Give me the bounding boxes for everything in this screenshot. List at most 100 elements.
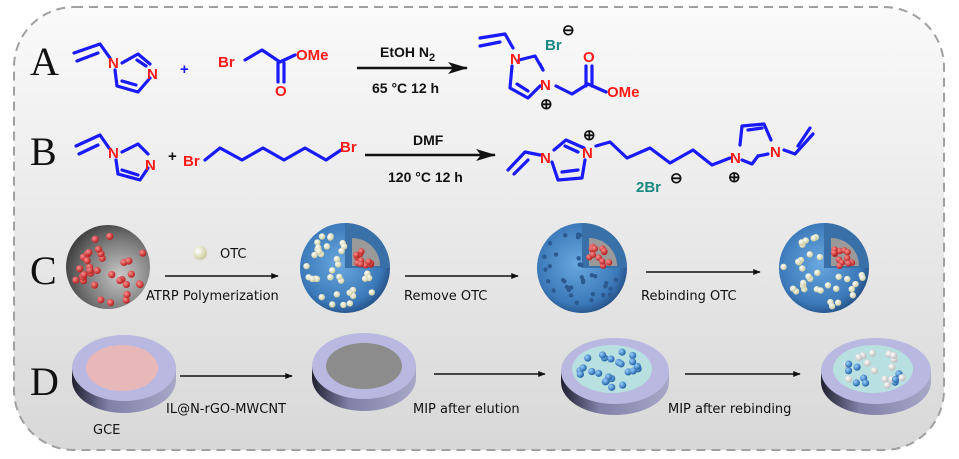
bound-otc-dot [870,367,879,375]
imprinted-cavity [564,284,570,290]
cavity-dot [891,375,900,383]
atom-n-d: N [770,144,781,161]
initiator-dot [845,260,852,267]
initiator-dot [72,276,80,284]
initiator-core-sphere [66,225,150,309]
vinylimidazole-a: N N [72,42,158,94]
initiator-dot [139,249,147,257]
step-label-c3: Rebinding OTC [641,289,737,304]
product-a: N N Br ⊖ ⊕ O OMe [478,22,640,113]
otc-template-dot [805,273,812,280]
cavity-dot [629,351,637,360]
cavity-dot [618,348,626,356]
imprinted-cavity [608,286,613,291]
otc-template-dot [794,258,802,266]
plus-sign: + [180,61,189,78]
plus-sign: + [168,148,177,165]
imprinted-cavity [562,279,567,284]
atom-n-b: N [582,145,593,162]
imprinted-cavity [547,240,553,246]
otc-template-dot [828,302,836,310]
cavity-dot [607,355,615,363]
otc-template-dot [333,291,341,298]
conditions-bottom-a: 65 °C 12 h [372,80,439,96]
positive-charge-icon: ⊕ [540,96,553,113]
sphere-after-rebinding [779,223,869,313]
otc-template-dot [338,247,345,255]
otc-template-dot [327,274,334,281]
otc-template-dot [361,275,369,282]
initiator-dot [85,248,93,257]
atom-n3: N [540,77,551,94]
bound-otc-dot [855,353,863,362]
otc-template-dot [848,285,855,293]
modified-electrode [312,333,416,411]
initiator-dot [601,247,608,255]
atom-n1: N [108,55,119,72]
atom-ome: OMe [296,47,329,64]
imprinted-cavity [589,298,594,303]
imprinted-cavity [576,256,581,261]
initiator-dot [108,271,116,279]
imprinted-cavity [593,274,598,279]
panel-label-b: B [30,129,57,174]
initiator-dot [830,249,838,257]
cavity-dot [617,360,625,368]
imprinted-cavity [575,232,581,237]
initiator-dot [97,296,105,304]
initiator-dot [83,257,91,265]
initiator-dot [836,247,843,255]
atom-n-a: N [540,150,551,167]
panel-a: A N N + Br OMe O EtOH N2 65 °C 12 h [30,22,640,113]
imprinted-cavity [613,277,618,282]
otc-template-dot [314,239,321,246]
cavity-dot [598,351,607,359]
initiator-dot [353,251,360,259]
initiator-dot [589,251,597,259]
imprinted-cavity [579,262,584,268]
bound-otc-dot [883,381,891,389]
initiator-dot [365,258,372,265]
otc-template-dot [834,299,842,306]
step-label-d3: MIP after rebinding [668,402,791,417]
otc-template-dot [313,275,321,283]
methyl-bromoacetate: Br OMe O [218,47,329,100]
cavity-dot [861,379,870,387]
otc-template-dot [835,273,842,280]
otc-template-dot [329,301,336,308]
otc-template-dot [333,255,341,263]
step-label-c1: ATRP Polymerization [146,289,279,304]
otc-template-dot [844,275,851,283]
bound-otc-dot [844,375,853,383]
initiator-dot [116,276,124,285]
imprinted-cavity [542,254,547,259]
imprinted-cavity [601,292,606,298]
gce-label: GCE [93,423,120,438]
initiator-dot [106,232,114,240]
otc-template-dot [816,253,824,261]
step-label-c2: Remove OTC [404,289,487,304]
bound-otc-dot [863,359,872,367]
cavity-dot [629,367,637,375]
cavity-dot [579,364,587,372]
cavity-dot [588,367,596,376]
imprinted-cavity [547,264,553,269]
atom-o: O [583,49,595,66]
imprinted-cavity [590,292,596,297]
step-label-d2: MIP after elution [413,402,520,417]
cavity-dot [853,363,861,371]
atom-br-left: Br [183,153,200,170]
bound-otc-dot [898,374,906,382]
sphere-after-removal [537,223,627,313]
imprinted-cavity [545,279,551,284]
initiator-dot [122,296,130,304]
imprinted-cavity [589,273,595,278]
initiator-dot [90,281,99,289]
imprinted-cavity [580,279,586,285]
panel-c: C OTC ATRP Polymerization Remove OTC Reb… [30,223,869,313]
otc-template-dot [334,261,342,268]
atom-n1: N [510,51,521,68]
otc-template-dot [789,285,797,292]
otc-template-dot [852,280,859,288]
step-label-d1: IL@N-rGO-MWCNT [166,402,286,417]
